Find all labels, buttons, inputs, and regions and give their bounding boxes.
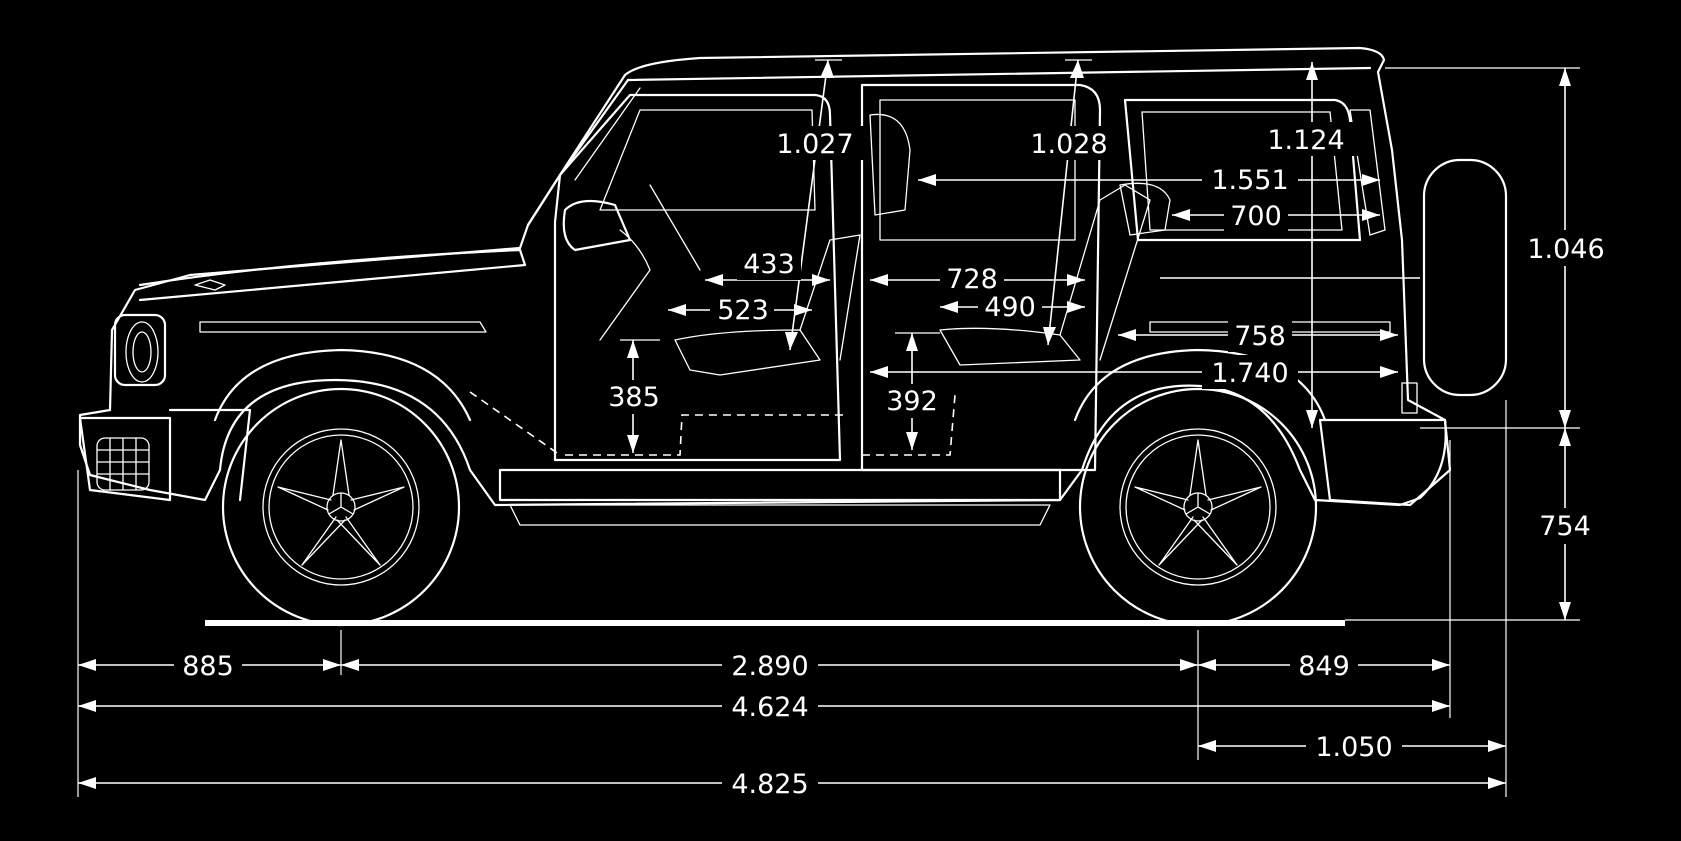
quarter-window-inner [1141, 111, 1343, 231]
rear-wheel [1078, 387, 1318, 627]
side-trim-front [199, 321, 487, 333]
front-seat-back [799, 234, 861, 361]
grille-mesh [96, 437, 150, 491]
label-rear-seat-depth: 490 [984, 292, 1036, 323]
label-front-seat-height: 385 [608, 382, 660, 413]
vehicle-side-view [78, 46, 1508, 627]
side-mirror [562, 199, 632, 252]
arrowheads [78, 60, 1571, 789]
label-headroom-front: 1.027 [776, 129, 853, 160]
front-wheel [221, 387, 461, 627]
label-wheelbase: 2.890 [731, 651, 808, 682]
label-cargo-floor-long: 1.740 [1211, 358, 1288, 389]
front-seat-cushion [674, 329, 821, 376]
headlight [113, 313, 167, 387]
tail-light [1401, 382, 1418, 414]
label-height-upper: 1.046 [1527, 234, 1604, 265]
front-bumper [78, 416, 172, 502]
label-front-seat-depth: 523 [717, 295, 769, 326]
rear-floor-dashed [862, 394, 956, 456]
front-fender [168, 408, 252, 502]
rear-seat-back [1059, 184, 1151, 361]
rear-headrest [1119, 182, 1171, 236]
label-front-knee: 433 [743, 249, 795, 280]
dim-line-headroom-rear [1047, 59, 1079, 346]
body-outline [78, 46, 1447, 507]
label-rear-to-spare: 1.050 [1315, 732, 1392, 763]
label-rear-seat-height: 392 [886, 386, 938, 417]
dimension-labels: 885 2.890 849 4.624 1.050 4.825 1.046 75… [174, 122, 1612, 800]
steering-wheel [649, 184, 701, 271]
quarter-window [1123, 98, 1362, 242]
roof-rail [626, 66, 1372, 82]
front-headrest [869, 113, 911, 216]
spare-wheel [1422, 158, 1508, 397]
label-rear-legroom: 728 [946, 264, 998, 295]
dim-line-headroom-front [789, 59, 829, 351]
side-trim-rear [1149, 321, 1391, 333]
extension-lines [77, 67, 1580, 797]
dashboard [599, 229, 651, 341]
rear-wheel-arch [1073, 348, 1327, 422]
ground-line [205, 620, 1345, 626]
rear-door [860, 83, 1102, 472]
running-board [498, 468, 1062, 502]
front-door [553, 93, 842, 462]
star-emblem-icon [1185, 492, 1211, 515]
label-length-body: 4.624 [731, 692, 808, 723]
hood-emblem [194, 279, 226, 291]
label-cargo-opening: 700 [1230, 201, 1282, 232]
label-cargo-length-upper: 1.551 [1211, 165, 1288, 196]
rear-seat-cushion [939, 327, 1081, 366]
label-cargo-floor-short: 758 [1234, 321, 1286, 352]
label-headroom-cargo: 1.124 [1267, 125, 1344, 156]
a-pillar-inner [574, 87, 641, 181]
rear-pillar-light [1349, 109, 1386, 236]
label-headroom-rear: 1.028 [1030, 129, 1107, 160]
rear-window [879, 99, 1076, 241]
hood [138, 248, 527, 302]
front-floor-dashed [565, 414, 845, 456]
front-floor-slope [469, 391, 561, 456]
star-emblem-icon [328, 492, 354, 515]
label-height-lower: 754 [1539, 511, 1591, 542]
label-front-overhang: 885 [182, 651, 234, 682]
label-length-total: 4.825 [731, 769, 808, 800]
front-window [599, 109, 816, 211]
rear-bumper [1318, 418, 1452, 507]
front-wheel-arch [213, 348, 472, 422]
label-rear-overhang: 849 [1298, 651, 1350, 682]
underbody [509, 504, 1051, 526]
